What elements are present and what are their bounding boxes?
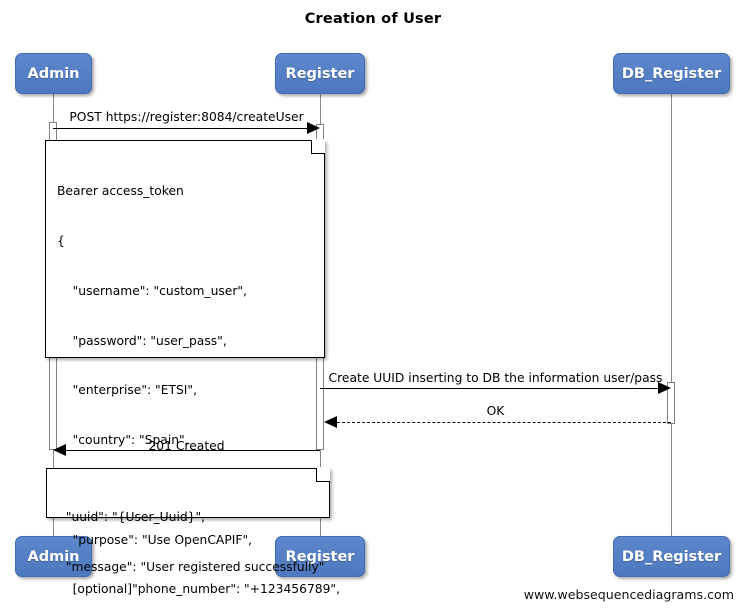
participant-db-register-bottom[interactable]: DB_Register [613, 536, 730, 577]
note-line: "message": "User registered successfully… [58, 559, 325, 574]
participant-register[interactable]: Register [275, 53, 365, 94]
participant-admin-label: Admin [27, 65, 80, 82]
message-line-create-uuid [320, 388, 658, 389]
participant-admin-bottom-label: Admin [27, 548, 80, 565]
message-label-ok: OK [486, 404, 505, 418]
participant-admin[interactable]: Admin [15, 53, 92, 94]
note-line: Bearer access_token [57, 184, 184, 199]
lifeline-db-register [671, 94, 672, 536]
message-line-post-create-user [53, 128, 307, 129]
participant-db-register-label: DB_Register [621, 65, 722, 82]
participant-db-register-bottom-label: DB_Register [621, 548, 722, 565]
participant-register-bottom[interactable]: Register [275, 536, 365, 577]
participant-register-label: Register [285, 65, 355, 82]
message-line-201-created [66, 450, 320, 451]
watermark: www.websequencediagrams.com [523, 587, 734, 602]
note-response-payload: "uuid": "{User_Uuid}", "message": "User … [46, 466, 330, 574]
note-line: "purpose": "Use OpenCAPIF", [57, 532, 253, 547]
message-label-create-uuid: Create UUID inserting to DB the informat… [328, 371, 663, 385]
note-line: "country": "Spain", [57, 433, 189, 448]
participant-db-register[interactable]: DB_Register [613, 53, 730, 94]
note-line: { [57, 233, 65, 248]
message-line-ok [337, 422, 671, 423]
note-line: "enterprise": "ETSI", [57, 383, 197, 398]
message-arrowhead-ok [324, 416, 337, 428]
note-fold-corner-icon [310, 138, 325, 154]
message-label-post-create-user: POST https://register:8084/createUser [69, 110, 304, 124]
participant-admin-bottom[interactable]: Admin [15, 536, 92, 577]
page-title: Creation of User [304, 11, 442, 27]
message-label-201-created: 201 Created [148, 439, 225, 453]
note-request-payload: Bearer access_token { "username": "custo… [45, 138, 340, 596]
message-arrowhead-201-created [53, 444, 66, 456]
message-arrowhead-create-uuid [658, 382, 671, 394]
participant-register-bottom-label: Register [285, 548, 355, 565]
note-line: "password": "user_pass", [57, 333, 227, 348]
activation-bar-db-register [667, 382, 675, 424]
message-arrowhead-post-create-user [307, 122, 320, 134]
note-line: "username": "custom_user", [57, 283, 247, 298]
note-fold-corner-icon [315, 466, 330, 482]
note-line: "uuid": "{User_Uuid}", [58, 510, 206, 525]
note-response-payload-body: "uuid": "{User_Uuid}", "message": "User … [47, 469, 329, 610]
